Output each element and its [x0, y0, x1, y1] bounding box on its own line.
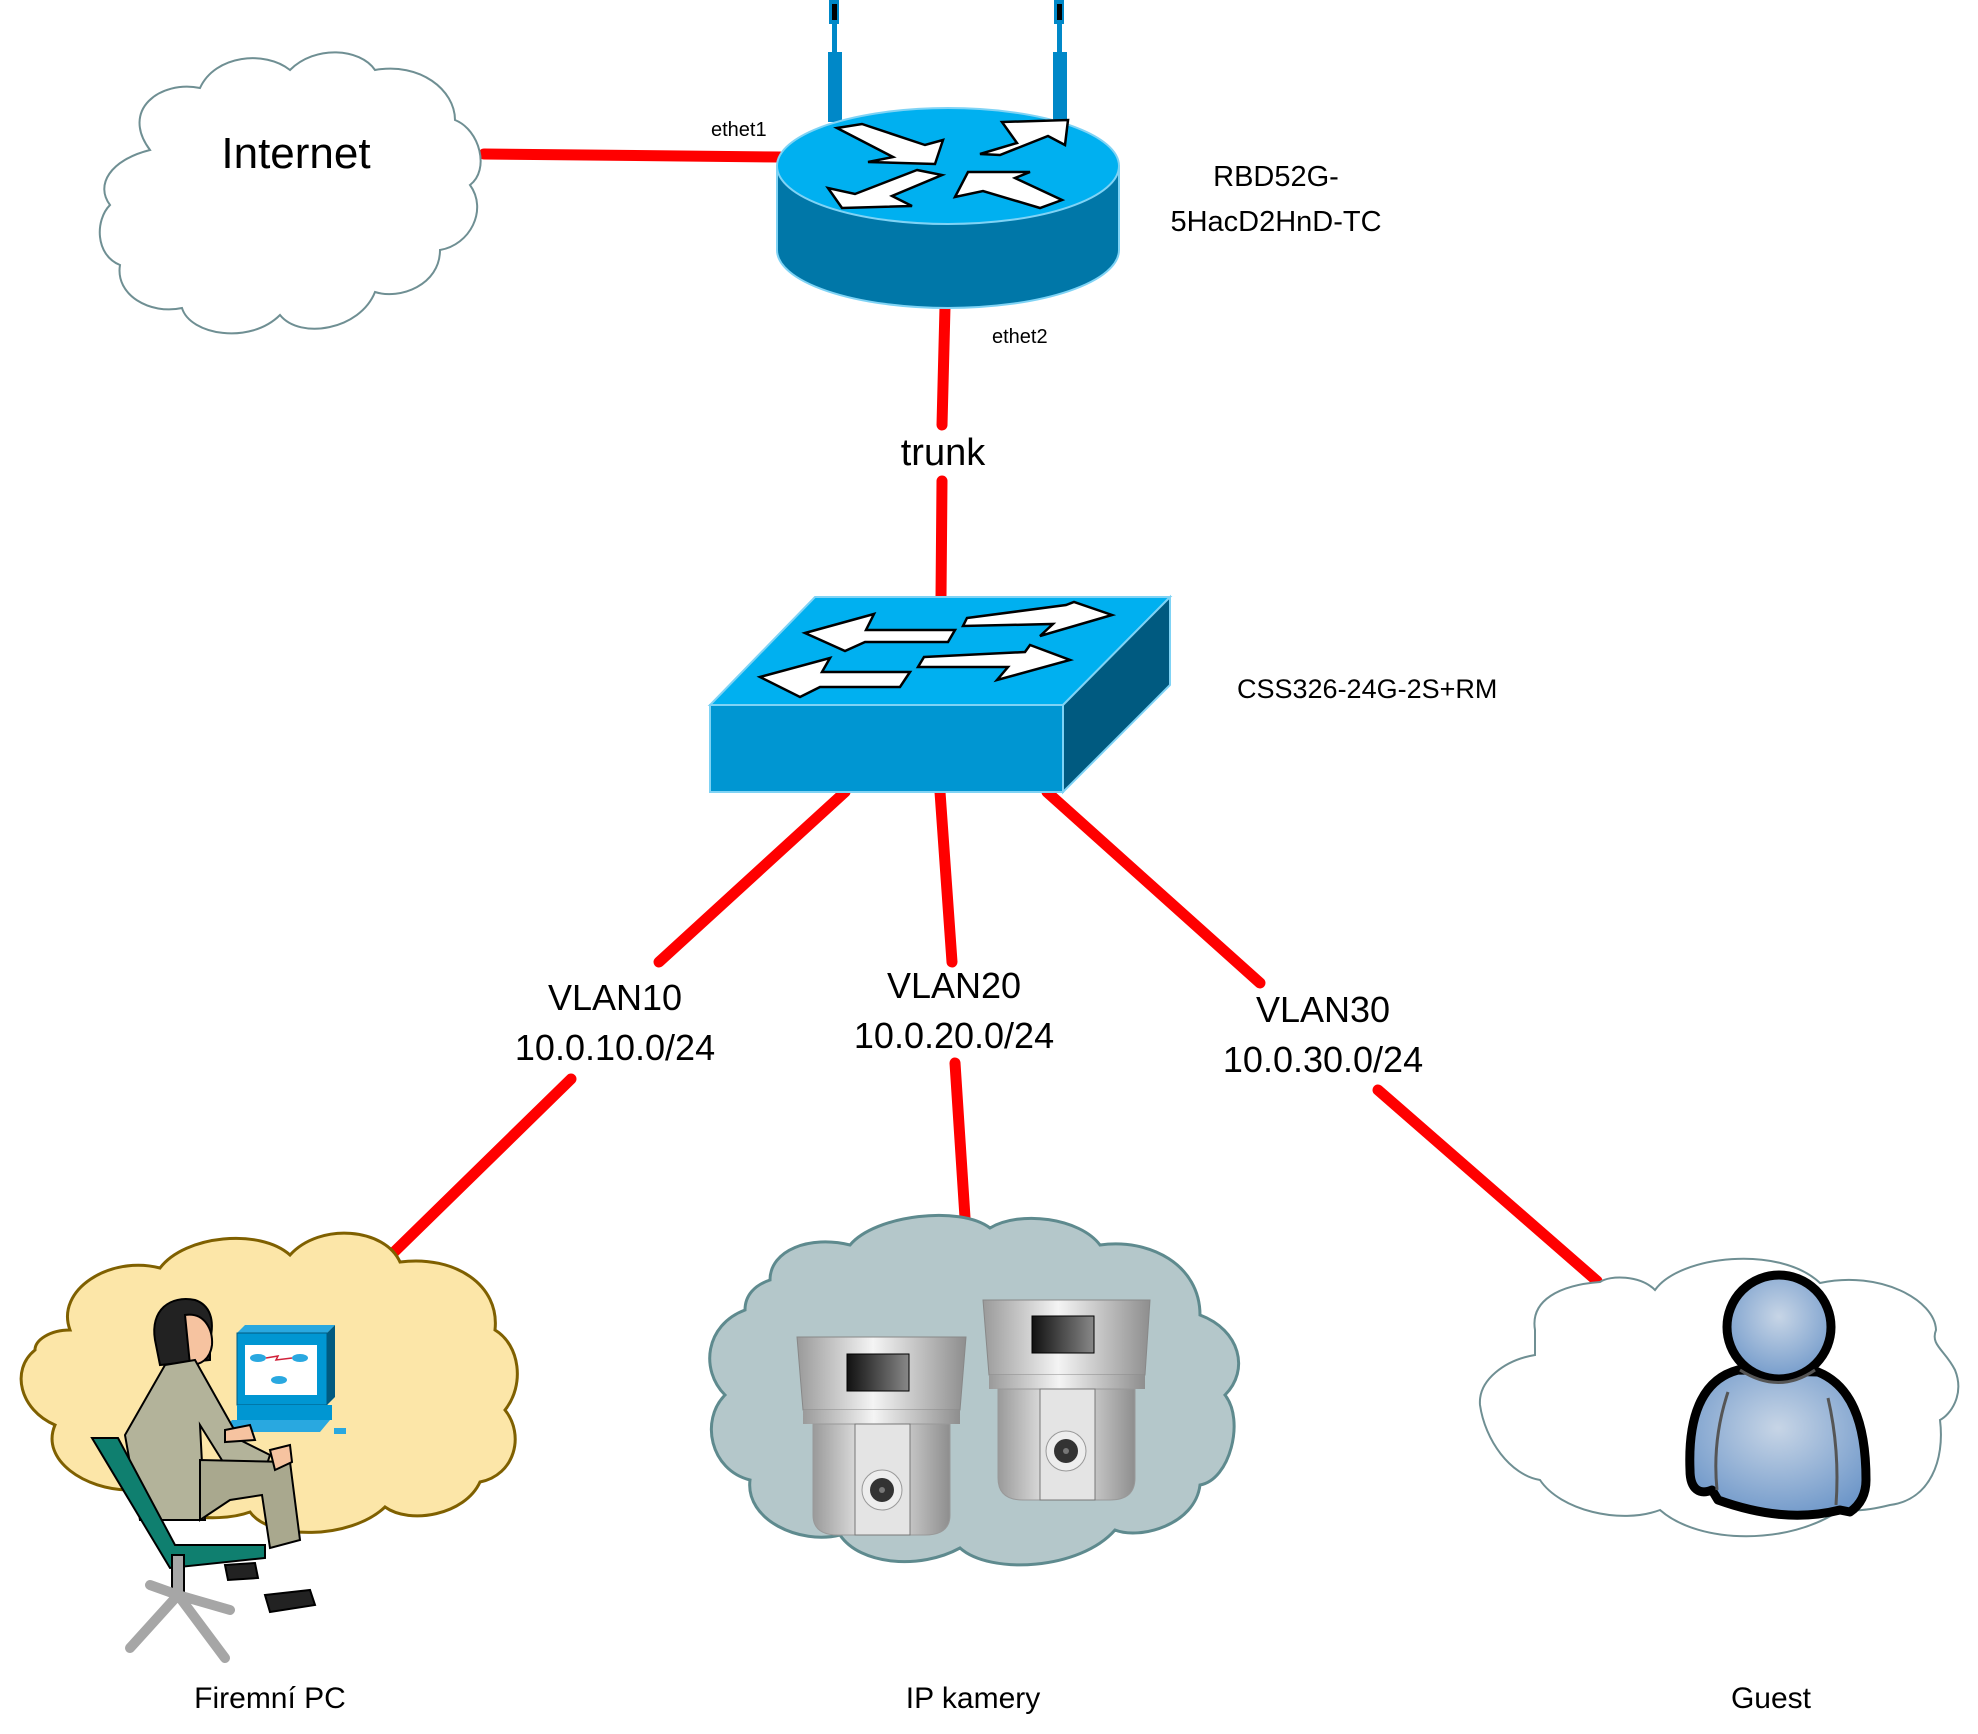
switch[interactable]: CSS326-24G-2S+RM — [707, 594, 1497, 795]
pc-label: Firemní PC — [194, 1682, 346, 1715]
antenna-icon — [1053, 0, 1067, 122]
router-model-label-line2: 5HacD2HnD-TC — [1170, 206, 1381, 238]
vlan10-subnet: 10.0.10.0/24 — [515, 1027, 715, 1068]
ip-camera-icon — [796, 1336, 967, 1536]
link-router-switch-trunk — [935, 301, 951, 603]
link-vlan20 — [934, 786, 972, 1239]
vlan10-label: VLAN10 10.0.10.0/24 — [515, 977, 715, 1068]
cloud-icon — [98, 51, 482, 335]
ip-camera-icon — [982, 1299, 1151, 1501]
cameras-node[interactable]: IP kamery — [708, 1213, 1241, 1715]
switch-model-label: CSS326-24G-2S+RM — [1237, 674, 1497, 704]
internet-cloud[interactable]: Internet — [98, 51, 482, 335]
switch-front-icon — [709, 704, 1064, 793]
router-arrows-icon — [825, 118, 1070, 210]
computer-icon — [222, 1325, 346, 1434]
link-vlan30 — [1041, 786, 1603, 1287]
vlan30-name: VLAN30 — [1256, 989, 1390, 1030]
vlan20-subnet: 10.0.20.0/24 — [854, 1015, 1054, 1056]
guest-user-icon — [1685, 1270, 1871, 1520]
antenna-icon — [828, 0, 842, 122]
port-label-ethet2: ethet2 — [992, 326, 1048, 348]
switch-arrows-icon — [756, 600, 1117, 699]
pc-node[interactable]: Firemní PC — [19, 1231, 519, 1715]
vlan10-name: VLAN10 — [548, 977, 682, 1018]
cameras-label: IP kamery — [906, 1682, 1041, 1715]
office-chair-icon — [90, 1437, 266, 1663]
link-vlan10 — [382, 786, 851, 1264]
cameras-cloud-icon — [708, 1213, 1241, 1567]
internet-label: Internet — [221, 129, 370, 178]
link-internet-router — [478, 148, 786, 163]
guest-label: Guest — [1731, 1682, 1812, 1715]
vlan20-label: VLAN20 10.0.20.0/24 — [854, 965, 1054, 1056]
vlan20-name: VLAN20 — [887, 965, 1021, 1006]
router-model-label-line1: RBD52G- — [1213, 161, 1339, 193]
trunk-label: trunk — [901, 432, 986, 474]
office-worker-icon — [123, 1298, 317, 1614]
vlan30-label: VLAN30 10.0.30.0/24 — [1223, 989, 1423, 1080]
vlan30-subnet: 10.0.30.0/24 — [1223, 1039, 1423, 1080]
port-label-ethet1: ethet1 — [711, 119, 767, 141]
guest-node[interactable]: Guest — [1478, 1257, 1960, 1715]
router[interactable]: RBD52G- 5HacD2HnD-TC — [776, 0, 1382, 309]
